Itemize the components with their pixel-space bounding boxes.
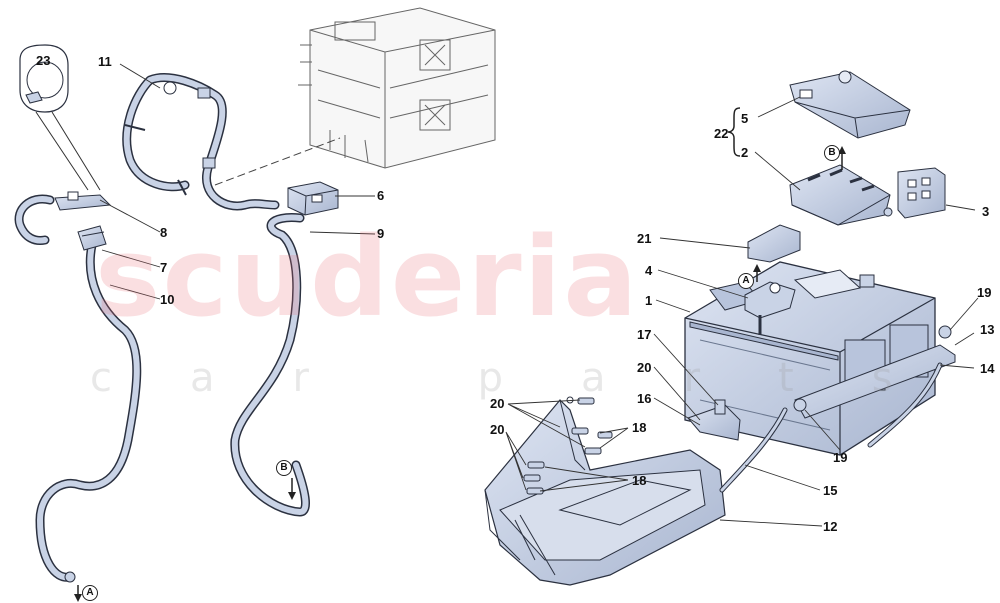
- label-2: 2: [741, 145, 749, 160]
- fuse-cover-5: [789, 70, 911, 139]
- label-9: 9: [377, 226, 385, 241]
- label-3: 3: [982, 204, 990, 219]
- terminal-cover-21: [747, 224, 801, 263]
- cable-9: [230, 213, 310, 517]
- label-6: 6: [377, 188, 385, 203]
- battery-tray-12: [484, 396, 726, 586]
- callout-a-cable-10: A: [82, 585, 98, 601]
- label-11: 11: [98, 54, 112, 69]
- label-5: 5: [741, 111, 749, 126]
- label-17: 17: [637, 327, 652, 342]
- label-21: 21: [637, 231, 652, 246]
- label-20-lower: 20: [490, 422, 505, 437]
- label-14: 14: [980, 361, 995, 376]
- cable-8: [14, 191, 112, 245]
- label-1: 1: [645, 293, 653, 308]
- leader-lines: [99, 63, 979, 527]
- label-15: 15: [823, 483, 838, 498]
- arrow-b-fuse: [838, 146, 846, 170]
- label-22: 22: [714, 126, 729, 141]
- label-8: 8: [160, 225, 168, 240]
- terminal-7: [77, 225, 107, 251]
- label-19-top: 19: [977, 285, 992, 300]
- label-23: 23: [36, 53, 51, 68]
- screws: [523, 397, 613, 495]
- fuse-box-assembly: [298, 7, 496, 169]
- label-13: 13: [980, 322, 995, 337]
- label-12: 12: [823, 519, 838, 534]
- callout-b-fuse-holder: B: [824, 145, 840, 161]
- label-10: 10: [160, 292, 175, 307]
- detail-23: [19, 44, 101, 191]
- hold-down-bar-13: [793, 325, 956, 419]
- fuse-block-3: [897, 167, 946, 219]
- label-19-bottom: 19: [833, 450, 848, 465]
- bracket-16: [687, 399, 741, 441]
- label-4: 4: [645, 263, 653, 278]
- label-7: 7: [160, 260, 168, 275]
- label-20-right: 20: [637, 360, 652, 375]
- label-18-upper: 18: [632, 420, 647, 435]
- label-18-lower: 18: [632, 473, 647, 488]
- connector-6: [287, 181, 339, 216]
- brace-22: [727, 107, 741, 157]
- battery-clamp-4: [744, 281, 796, 335]
- callout-a-battery: A: [738, 273, 754, 289]
- cable-11: [122, 73, 280, 211]
- label-20-upper: 20: [490, 396, 505, 411]
- callout-b-cable-9: B: [276, 460, 292, 476]
- cable-10: [35, 240, 142, 602]
- fuse-holder-2: [789, 164, 893, 226]
- arrow-a-battery: [753, 264, 761, 282]
- label-16: 16: [637, 391, 652, 406]
